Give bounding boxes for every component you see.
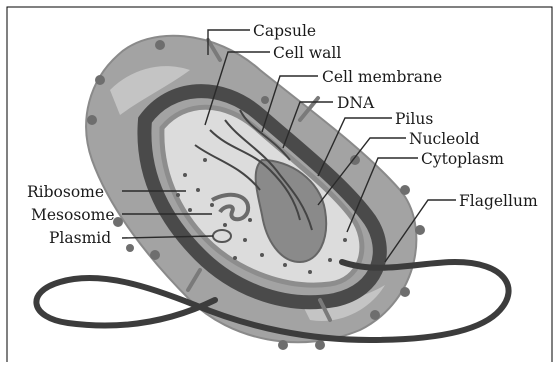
label-mesosome: Mesosome — [31, 206, 115, 224]
label-cell-wall: Cell wall — [273, 44, 341, 62]
label-cytoplasm: Cytoplasm — [421, 150, 504, 168]
label-nucleoid: Nucleold — [409, 130, 480, 148]
label-flagellum: Flagellum — [459, 192, 538, 210]
label-ribosome: Ribosome — [27, 183, 104, 201]
label-plasmid: Plasmid — [49, 229, 111, 247]
label-capsule: Capsule — [253, 22, 316, 40]
label-dna: DNA — [337, 94, 375, 112]
label-cell-membrane: Cell membrane — [322, 68, 442, 86]
label-pilus: Pilus — [395, 110, 433, 128]
